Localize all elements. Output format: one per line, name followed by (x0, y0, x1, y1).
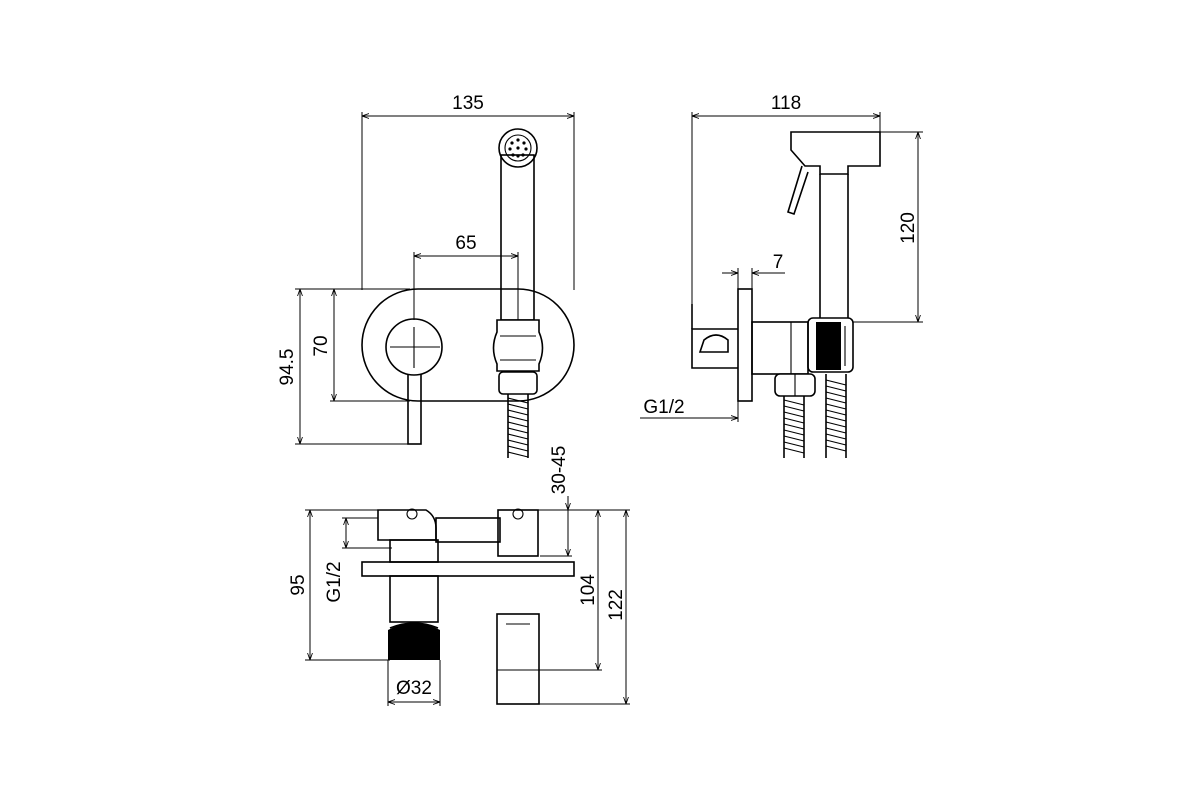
front-view: 135 65 70 94.5 (277, 93, 575, 458)
dim-65: 65 (455, 233, 476, 254)
side-shower-head (790, 131, 881, 175)
side-inlet-hose (783, 396, 805, 458)
top-nut (388, 623, 440, 660)
front-hose (507, 394, 529, 458)
front-holder (492, 319, 544, 372)
dim-104: 104 (578, 574, 599, 606)
top-view: 30-45 95 G1/2 Ø32 104 122 (288, 446, 630, 706)
top-shower-outlet (496, 613, 540, 705)
dim-135: 135 (452, 93, 484, 114)
top-thread-label: G1/2 (324, 561, 345, 602)
top-wall-plate (361, 561, 575, 577)
dim-95: 95 (288, 574, 309, 595)
dim-122: 122 (606, 589, 627, 621)
dim-94-5: 94.5 (277, 349, 298, 386)
front-nozzle-holes (508, 138, 528, 158)
side-shower-hose (825, 374, 847, 458)
side-thread-label: G1/2 (643, 397, 684, 418)
dim-120: 120 (898, 212, 919, 244)
dim-118: 118 (771, 93, 801, 114)
dim-70: 70 (311, 335, 332, 356)
dim-30-45: 30-45 (549, 446, 570, 495)
side-wall-plate (737, 288, 753, 402)
front-shower-head (498, 128, 538, 168)
side-lever (691, 328, 738, 369)
side-mixer-body (751, 321, 809, 375)
side-trigger (787, 165, 809, 216)
front-lever (407, 371, 422, 445)
top-body-block (497, 509, 539, 557)
front-wall-plate (361, 288, 575, 402)
dim-diameter-32: Ø32 (396, 678, 432, 699)
dim-7: 7 (773, 252, 784, 273)
side-view: 118 120 7 G1/2 (640, 93, 923, 458)
